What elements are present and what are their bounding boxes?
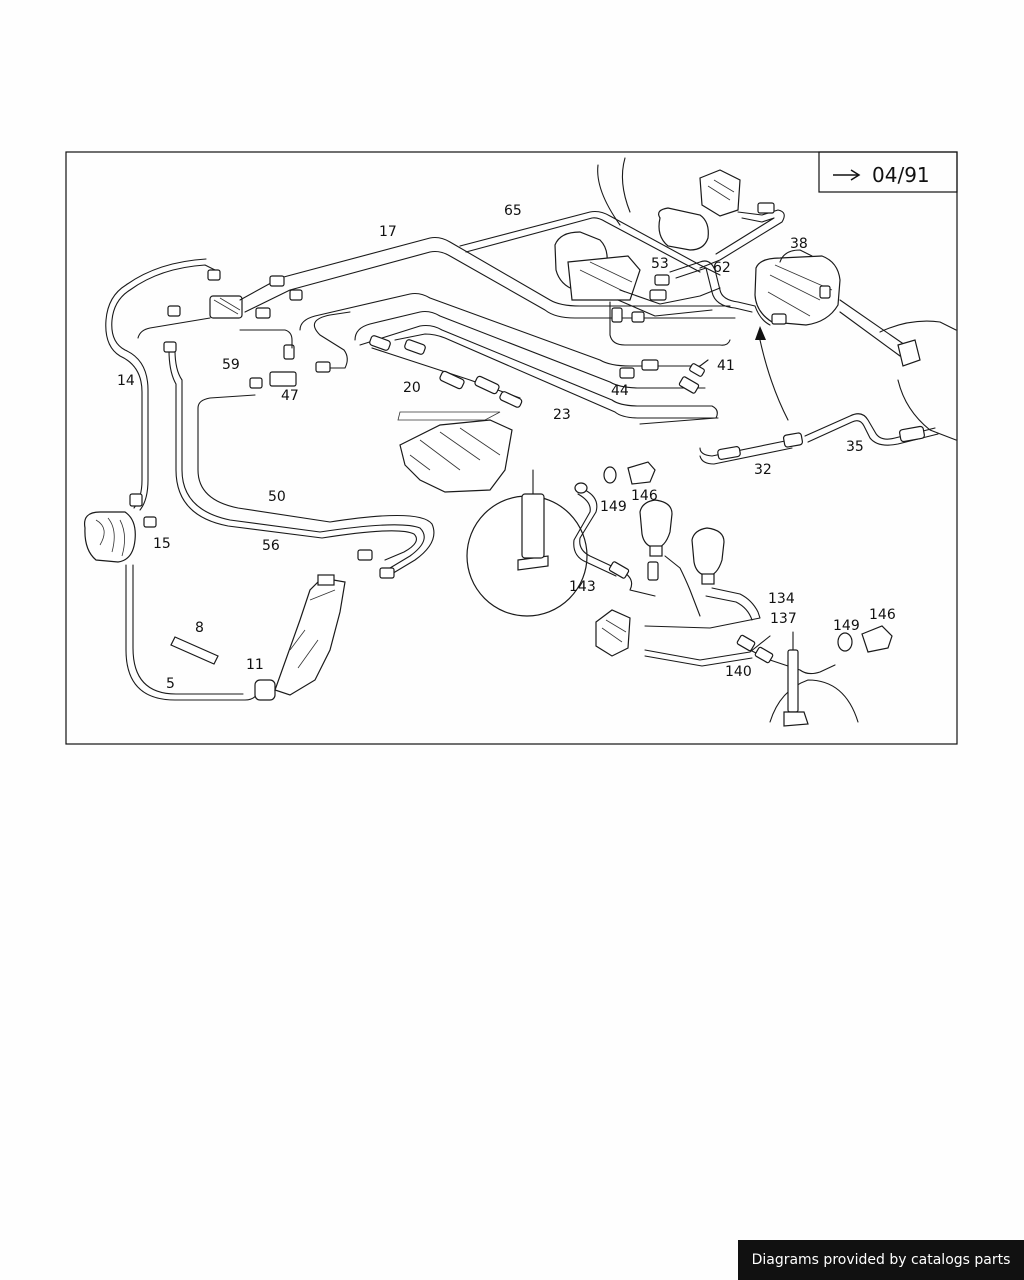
label-137: 137 [770,611,797,627]
hose-20 [369,335,523,421]
label-140: 140 [725,664,752,680]
tee-47 [269,344,297,387]
fluid-reservoir [274,574,346,696]
pipe-62 [669,260,771,326]
clamp-11 [254,679,276,701]
front-wheel-bottom [769,631,859,727]
fitting-15 [143,516,157,528]
master-cylinder [83,511,136,563]
label-23: 23 [553,407,571,423]
label-8: 8 [195,620,204,636]
date-box: 04/91 [818,151,958,193]
date-code: 04/91 [872,163,930,187]
pipe-35 [804,413,939,446]
label-14: 14 [117,373,135,389]
label-5: 5 [166,676,175,692]
label-53: 53 [651,256,669,272]
label-20: 20 [403,380,421,396]
hose-32 [699,432,804,465]
pipe-17 [239,236,736,319]
brake-caliper-rear-top [699,169,741,217]
label-149-bottom: 149 [833,618,860,634]
fittings [129,269,831,579]
pipe-14 [105,258,216,511]
pipe-50-56 [168,349,435,576]
label-134: 134 [768,591,795,607]
accumulator-2 [691,527,725,585]
bolt-146-top [627,461,656,485]
label-11: 11 [246,657,264,673]
diagram-frame [65,151,958,745]
label-32: 32 [754,462,772,478]
label-41: 41 [717,358,735,374]
pipes-134-137-140 [644,555,836,675]
label-50: 50 [268,489,286,505]
brake-caliper-front [595,609,631,657]
label-47: 47 [281,388,299,404]
pipe-53 [609,287,731,346]
label-56: 56 [262,538,280,554]
differential-38 [754,249,906,357]
rear-wheel-top [597,157,709,251]
accumulator-1 [639,499,673,557]
pipe-59 [137,311,351,369]
pipe-143 [573,482,659,597]
label-17: 17 [379,224,397,240]
distributor-block [209,295,243,319]
sleeve-8 [170,636,219,665]
label-44: 44 [611,383,629,399]
footer-credit: Diagrams provided by catalogs parts [738,1240,1024,1280]
washer-149-bottom [837,632,853,652]
label-146-top: 146 [631,488,658,504]
pipe-to-caliper-top [699,202,785,269]
label-146-bottom: 146 [869,607,896,623]
pipe-bundle-23 [299,292,719,425]
rear-wheel-right [879,320,957,441]
washer-149-top [603,466,617,484]
pipe-41-44 [619,359,705,394]
brake-booster-unit [554,231,641,301]
brake-disc [466,469,588,617]
label-62: 62 [713,260,731,276]
arrow-indicator [755,326,789,421]
hose-5 [125,564,259,701]
label-65: 65 [504,203,522,219]
label-149-top: 149 [600,499,627,515]
label-15: 15 [153,536,171,552]
bolt-146-bottom [861,625,893,653]
gearbox-housing [399,419,513,493]
pipe-65 [459,210,721,276]
part-labels: 5 8 11 14 15 17 20 23 32 35 38 41 44 47 … [117,203,896,692]
label-35: 35 [846,439,864,455]
label-143: 143 [569,579,596,595]
label-59: 59 [222,357,240,373]
label-38: 38 [790,236,808,252]
